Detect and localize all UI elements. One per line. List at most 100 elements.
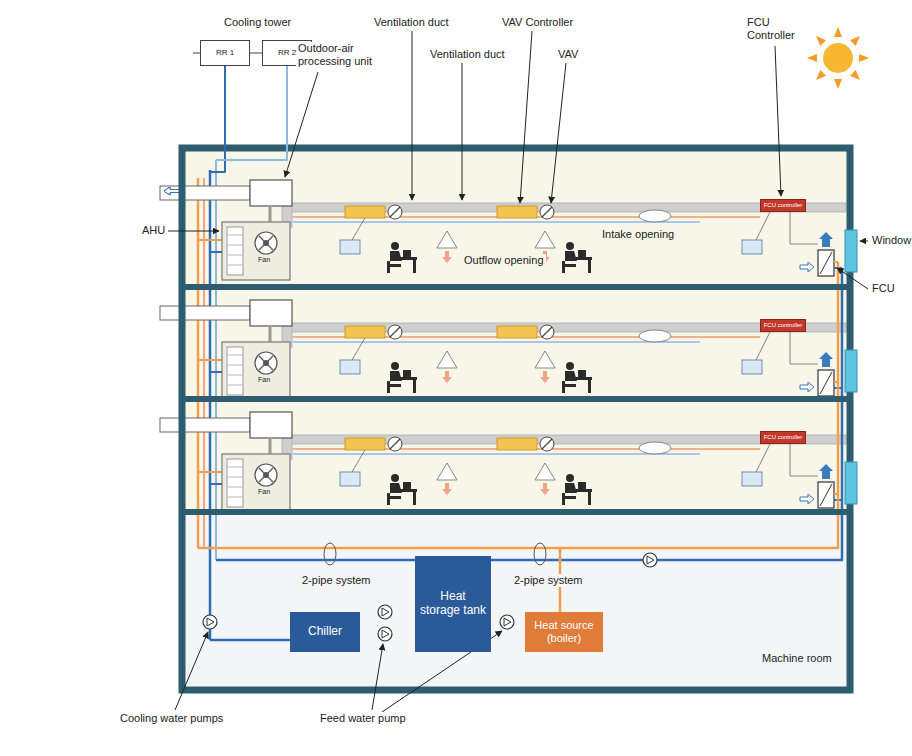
boiler-box: Heat source (boiler) bbox=[525, 612, 603, 652]
unit-connection bbox=[269, 438, 272, 454]
sun-ray bbox=[834, 27, 842, 37]
outdoor-air-unit bbox=[250, 300, 292, 326]
window bbox=[845, 230, 857, 272]
leader-line bbox=[775, 46, 781, 196]
machine-room-ground bbox=[182, 512, 850, 690]
supply-arrow bbox=[442, 483, 452, 495]
vav-damper-blade bbox=[390, 327, 400, 337]
callout-label: Outflow opening bbox=[462, 254, 546, 267]
fcu-airflow-arrow bbox=[819, 464, 833, 479]
floor-slab bbox=[182, 396, 850, 402]
sun bbox=[823, 43, 853, 73]
vav-controller-box bbox=[345, 206, 385, 218]
air-handling-unit bbox=[222, 454, 290, 512]
outflow-diffuser bbox=[535, 463, 555, 480]
fcu-coil bbox=[820, 372, 832, 394]
person-head bbox=[566, 242, 574, 250]
outflow-diffuser bbox=[437, 463, 457, 480]
fan-blade bbox=[259, 468, 273, 482]
vav-controller-box bbox=[497, 438, 537, 450]
vav-damper-blade bbox=[542, 327, 552, 337]
vav-damper-blade bbox=[542, 439, 552, 449]
fan-symbol bbox=[255, 352, 277, 374]
pipe-stub bbox=[210, 371, 222, 373]
intake-opening bbox=[639, 210, 671, 222]
pump-triangle bbox=[382, 630, 389, 638]
exhaust-arrow bbox=[164, 187, 180, 195]
callout-label: VAV bbox=[556, 48, 580, 61]
pipe-ring bbox=[324, 543, 336, 565]
control-wire bbox=[756, 332, 770, 360]
vav-damper bbox=[388, 437, 402, 451]
intake-opening bbox=[639, 442, 671, 454]
hot-water-pipe bbox=[197, 178, 200, 548]
pump-symbol bbox=[643, 553, 657, 567]
monitor bbox=[403, 250, 411, 257]
monitor bbox=[403, 370, 411, 377]
thermostat bbox=[742, 360, 762, 374]
callout-label: Feed water pump bbox=[318, 712, 408, 725]
ahu-coil bbox=[227, 459, 243, 507]
pipe-stub bbox=[210, 251, 222, 253]
leader-line bbox=[837, 268, 868, 289]
outflow-diffuser bbox=[535, 351, 555, 368]
coil-fin bbox=[227, 497, 243, 498]
sun-ray bbox=[850, 70, 860, 80]
control-wire bbox=[790, 444, 818, 476]
floor-slab bbox=[182, 284, 850, 290]
control-wire bbox=[756, 444, 770, 472]
ahu-coil bbox=[227, 347, 243, 395]
cooling-tower-box: RR 1 bbox=[200, 40, 250, 66]
floor-ground bbox=[182, 287, 850, 399]
building-shell bbox=[182, 148, 850, 690]
desk-leg bbox=[588, 491, 591, 505]
coil-fin bbox=[227, 467, 243, 468]
pump-triangle bbox=[207, 618, 214, 626]
chair-seat bbox=[562, 384, 576, 387]
leader-line bbox=[168, 231, 219, 232]
callout-label: Cooling water pumps bbox=[118, 712, 225, 725]
sun-ray bbox=[807, 54, 817, 62]
cooling-tower-pipe bbox=[216, 66, 287, 160]
pump-symbol bbox=[500, 615, 514, 629]
chilled-water-pipe bbox=[216, 268, 842, 560]
node-text: RR 2 bbox=[278, 48, 296, 57]
control-wire bbox=[352, 450, 365, 472]
callout-label: Ventilation duct bbox=[372, 16, 451, 29]
intake-opening bbox=[639, 330, 671, 342]
leader-line bbox=[860, 241, 868, 242]
coil-fin bbox=[227, 477, 243, 478]
return-air-line bbox=[292, 453, 700, 455]
outdoor-air-duct bbox=[160, 306, 250, 320]
leader-line bbox=[175, 632, 208, 710]
pump-symbol bbox=[203, 615, 217, 629]
node-text: FCU controller bbox=[764, 434, 803, 440]
leader-line bbox=[372, 644, 383, 710]
callout-label: 2-pipe system bbox=[300, 574, 372, 587]
thermostat bbox=[742, 472, 762, 486]
callout-label: Intake opening bbox=[600, 228, 676, 241]
fan-blade bbox=[259, 356, 273, 370]
node-text: Heat source (boiler) bbox=[529, 619, 599, 644]
chair-seat bbox=[387, 496, 401, 499]
vav-damper bbox=[540, 325, 554, 339]
desk-leg bbox=[413, 491, 416, 505]
pipe-stub bbox=[210, 483, 222, 485]
desk-leg bbox=[588, 379, 591, 393]
sun-ray bbox=[816, 36, 826, 46]
leader-line bbox=[412, 31, 413, 200]
fcu-coil bbox=[820, 252, 832, 274]
floor-slab bbox=[182, 509, 850, 515]
monitor bbox=[403, 482, 411, 489]
fan-blade bbox=[259, 236, 273, 250]
desk-leg bbox=[588, 259, 591, 273]
pipe-stub bbox=[198, 359, 222, 361]
vav-damper bbox=[540, 205, 554, 219]
chiller-box: Chiller bbox=[290, 612, 360, 652]
outflow-diffuser bbox=[437, 351, 457, 368]
vav-damper bbox=[388, 325, 402, 339]
coil-fin bbox=[227, 355, 243, 356]
window bbox=[845, 350, 857, 392]
coil-fin bbox=[227, 255, 243, 256]
vav-damper bbox=[540, 437, 554, 451]
